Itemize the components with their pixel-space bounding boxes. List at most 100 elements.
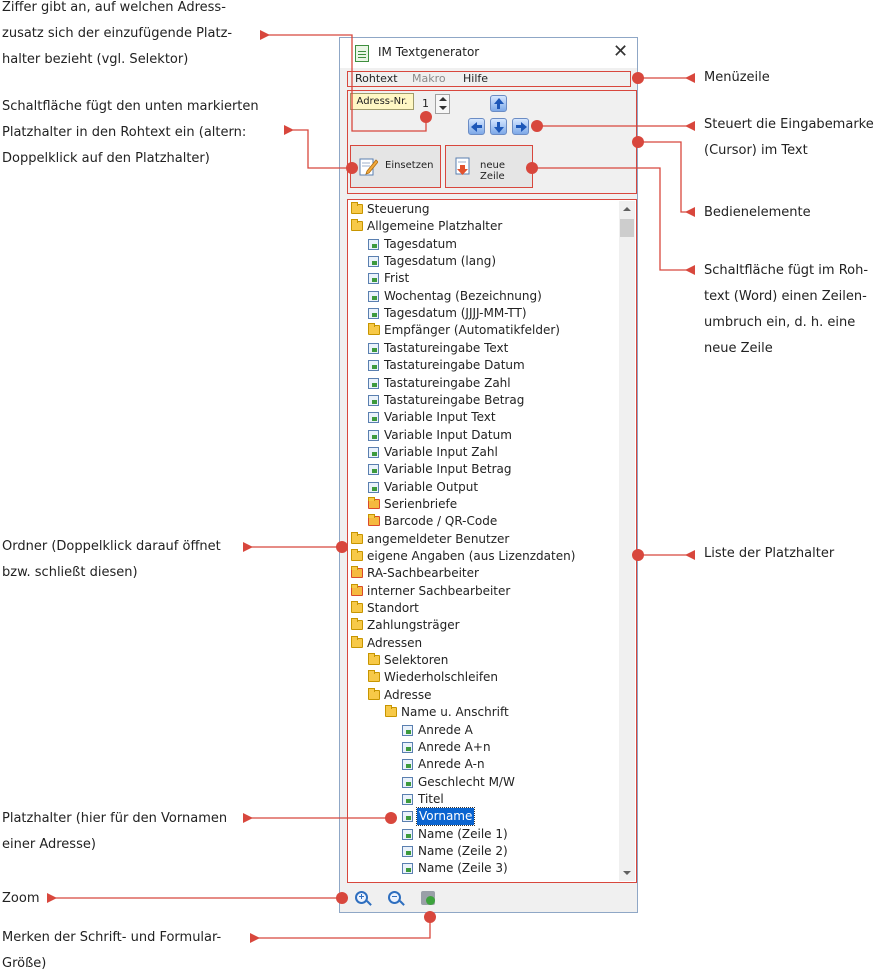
folder-icon: [368, 687, 380, 700]
note-cursor: Steuert die Eingabemarke (Cursor) im Tex…: [704, 117, 874, 158]
note-remember: Merken der Schrift- und Formular- Größe): [2, 930, 222, 971]
folder-icon: [368, 496, 380, 509]
cursor-left-icon[interactable]: [468, 118, 485, 135]
placeholder-icon: [368, 290, 379, 302]
note-list: Liste der Platzhalter: [704, 546, 835, 561]
placeholder-icon: [368, 308, 379, 320]
close-icon[interactable]: ✕: [613, 41, 629, 62]
menu-rohtext[interactable]: Rohtext: [355, 72, 398, 85]
cursor-up-icon[interactable]: [490, 95, 507, 112]
tree-node-label: interner Sachbearbeiter: [367, 583, 511, 598]
cursor-right-icon[interactable]: [512, 118, 529, 135]
tree-node-label: Tagesdatum (JJJJ-MM-TT): [384, 306, 527, 321]
textgenerator-window: IM Textgenerator ✕ Rohtext Makro Hilfe A…: [339, 37, 638, 913]
tree-node-label: Zahlungsträger: [367, 618, 460, 633]
tree-node-label: Tastatureingabe Text: [384, 340, 509, 355]
tree-node-label: Allgemeine Platzhalter: [367, 219, 503, 234]
cursor-down-icon[interactable]: [490, 118, 507, 135]
menu-bar: Rohtext Makro Hilfe: [347, 71, 631, 87]
folder-icon: [351, 601, 363, 614]
tree-node-label: Name u. Anschrift: [401, 705, 509, 720]
insert-button-label: Einsetzen: [385, 160, 434, 171]
tree-node-label: Frist: [384, 271, 410, 286]
tree-node-label: Anrede A+n: [418, 739, 491, 754]
folder-icon: [385, 705, 397, 718]
zoom-out-icon[interactable]: [388, 891, 401, 904]
placeholder-icon: [368, 377, 379, 389]
pencil-document-icon: [359, 158, 378, 176]
address-number-label: Adress-Nr.: [350, 93, 414, 110]
placeholder-icon: [368, 412, 379, 424]
placeholder-icon: [368, 238, 379, 250]
tree-node-label: Variable Input Betrag: [384, 462, 512, 477]
folder-icon: [351, 618, 363, 631]
placeholder-icon: [368, 464, 379, 476]
document-icon: [355, 45, 369, 62]
address-number-stepper[interactable]: [435, 94, 450, 114]
placeholder-icon: [402, 863, 413, 875]
tree-node-label: Variable Input Datum: [384, 427, 512, 442]
folder-icon: [351, 566, 363, 579]
note-folder: Ordner (Doppelklick darauf öffnet bzw. s…: [2, 539, 221, 580]
new-line-button[interactable]: neue Zeile: [445, 145, 533, 188]
zoom-in-icon[interactable]: [355, 891, 368, 904]
placeholder-icon: [402, 811, 413, 823]
zoom-toolbar: [347, 889, 467, 909]
stepper-up-icon[interactable]: [439, 97, 447, 101]
placeholder-icon: [368, 360, 379, 372]
insert-button[interactable]: Einsetzen: [350, 145, 441, 188]
tree-node-label: Steuerung: [367, 202, 430, 216]
placeholder-icon: [368, 342, 379, 354]
tree-scrollbar[interactable]: [619, 201, 635, 881]
tree-node-label: Name (Zeile 1): [418, 826, 508, 841]
tree-node-label: Tastatureingabe Datum: [384, 358, 525, 373]
new-line-button-label: neue Zeile: [480, 160, 505, 182]
tree-node-label: Serienbriefe: [384, 496, 458, 511]
tree-node-label: eigene Angaben (aus Lizenzdaten): [367, 549, 576, 563]
placeholder-icon: [368, 273, 379, 285]
title-bar[interactable]: IM Textgenerator ✕: [340, 38, 637, 68]
tree-node-label: Anrede A: [418, 722, 473, 737]
note-zoom: Zoom: [2, 891, 40, 906]
folder-icon: [368, 323, 380, 336]
tree-node-label: Name (Zeile 2): [418, 843, 508, 858]
note-insert-button: Schaltfläche fügt den unten markierten P…: [2, 99, 259, 166]
tree-node-label: Geschlecht M/W: [418, 774, 515, 789]
tree-node-label: Wiederholschleifen: [384, 670, 499, 685]
placeholder-icon: [402, 845, 413, 857]
scroll-up-icon[interactable]: [623, 207, 631, 211]
tree-node-label: Standort: [367, 601, 419, 616]
folder-icon: [351, 531, 363, 544]
tree-node-label: angemeldeter Benutzer: [367, 531, 510, 546]
note-controls: Bedienelemente: [704, 205, 811, 220]
tree-node-label: Titel: [418, 791, 444, 806]
address-number-value[interactable]: 1: [422, 97, 429, 110]
stepper-down-icon[interactable]: [439, 106, 447, 110]
scroll-down-icon[interactable]: [623, 871, 631, 875]
placeholder-icon: [368, 446, 379, 458]
tree-node-label: Variable Input Text: [384, 410, 496, 425]
placeholder-icon: [368, 481, 379, 493]
tree-node-label: Variable Output: [384, 479, 479, 494]
tree-node-label: Selektoren: [384, 653, 449, 668]
scroll-thumb[interactable]: [620, 219, 634, 237]
tree-node-label: Variable Input Zahl: [384, 444, 498, 459]
menu-hilfe[interactable]: Hilfe: [463, 72, 489, 85]
folder-icon: [351, 635, 363, 648]
folder-icon: [368, 670, 380, 683]
note-address-digit: Ziffer gibt an, auf welchen Adress- zusa…: [2, 0, 233, 67]
placeholder-icon: [402, 741, 413, 753]
menu-makro[interactable]: Makro: [412, 72, 446, 85]
placeholder-icon: [402, 724, 413, 736]
tree-node-label: RA-Sachbearbeiter: [367, 566, 479, 581]
tree-node-label: Vorname: [415, 807, 476, 827]
folder-icon: [368, 653, 380, 666]
tree-node-label: Tastatureingabe Betrag: [384, 392, 525, 407]
tree-node-label: Wochentag (Bezeichnung): [384, 288, 542, 303]
tree-node-label: Tastatureingabe Zahl: [384, 375, 511, 390]
placeholder-icon: [402, 828, 413, 840]
tree-node-label: Name (Zeile 3): [418, 861, 508, 876]
save-settings-icon[interactable]: [421, 891, 435, 905]
note-menubar: Menüzeile: [704, 70, 770, 85]
